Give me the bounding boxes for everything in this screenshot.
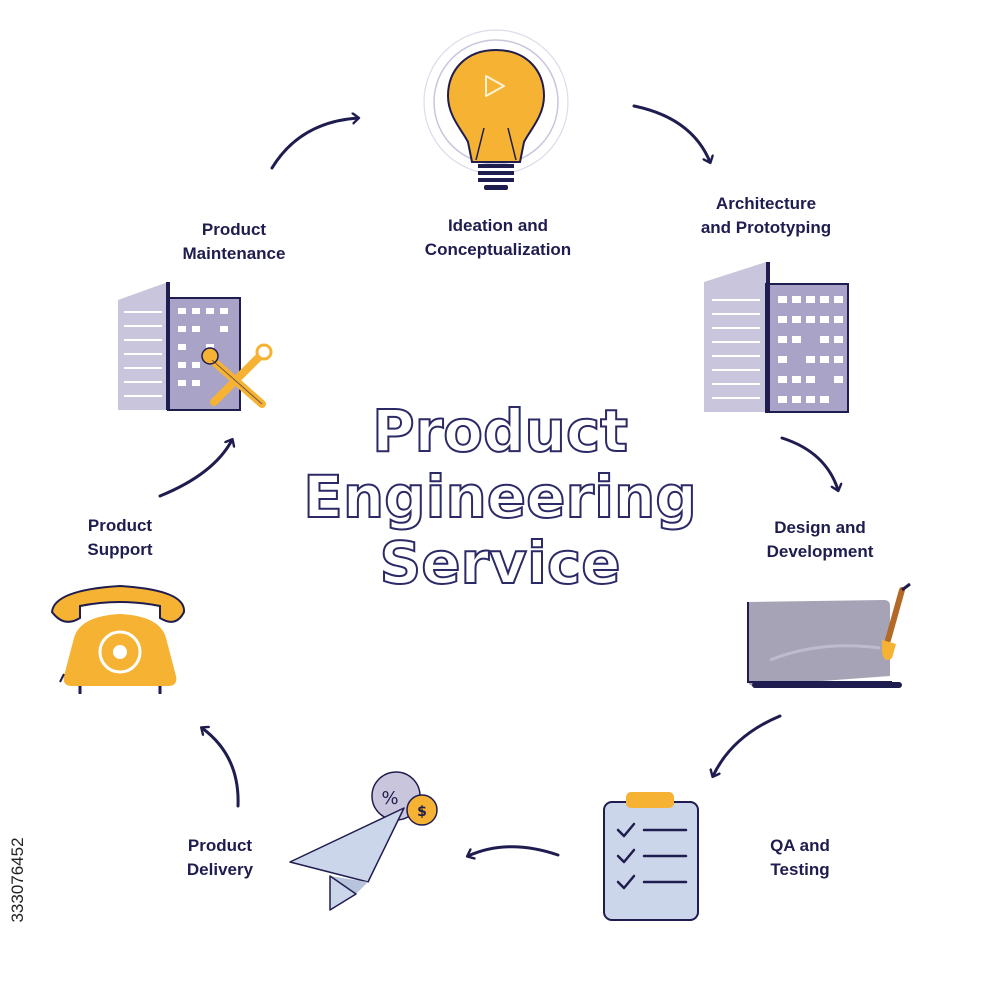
step-label-qa: QA and Testing xyxy=(770,836,830,879)
svg-text:%: % xyxy=(381,788,398,809)
step-label-ideation: Ideation and Conceptualization xyxy=(424,216,572,259)
buildings-tools-icon xyxy=(118,282,273,411)
buildings-icon xyxy=(704,262,849,413)
step-label-maintenance: Product Maintenance xyxy=(182,220,286,263)
lightbulb-icon xyxy=(423,29,569,190)
paper-plane-coins-icon: % $ xyxy=(289,771,438,911)
stock-id-watermark: 333076452 xyxy=(8,837,27,923)
telephone-icon xyxy=(50,584,186,694)
step-label-design: Design and Development xyxy=(766,518,874,561)
title-line-3: Service xyxy=(378,529,621,597)
step-label-support: Product Support xyxy=(87,516,153,559)
arrow-design-to-qa xyxy=(713,714,782,776)
laptop-brush-icon xyxy=(747,582,911,688)
step-label-architecture: Architecture and Prototyping xyxy=(700,194,832,237)
arrow-support-to-maintenance xyxy=(158,440,232,498)
diagram-title: Product Engineering Service xyxy=(250,397,750,597)
step-label-delivery: Product Delivery xyxy=(186,836,254,879)
title-line-2: Engineering xyxy=(302,463,698,531)
arrow-delivery-to-support xyxy=(202,728,240,808)
arrow-ideation-to-architecture xyxy=(632,104,710,162)
clipboard-checklist-icon xyxy=(603,792,699,921)
title-line-1: Product xyxy=(371,397,629,465)
arrow-architecture-to-design xyxy=(780,436,838,490)
arrow-qa-to-delivery xyxy=(468,845,560,856)
svg-text:$: $ xyxy=(417,804,427,820)
arrow-maintenance-to-ideation xyxy=(270,118,358,170)
